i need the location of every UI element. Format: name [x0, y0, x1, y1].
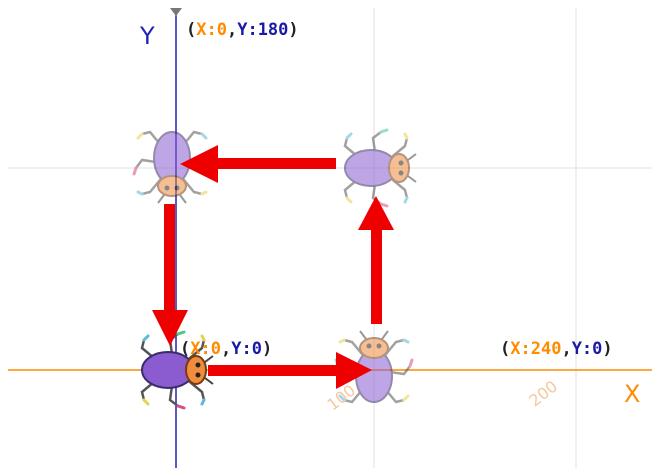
beetle-icon-top-right [343, 128, 418, 208]
red-arrow-icon-left [180, 145, 336, 183]
y-value: Y:0 [231, 339, 262, 359]
coordinate-label-top: (X:0,Y:180) [186, 20, 299, 40]
x-value: X:240 [510, 339, 562, 359]
coordinate-label-origin: (X:0,Y:0) [180, 339, 272, 359]
paren-close: ) [602, 339, 613, 359]
path-arrows [152, 145, 394, 389]
x-value: X:0 [196, 20, 227, 40]
x-axis-label: X [624, 380, 641, 408]
separator: , [226, 20, 238, 40]
y-value: Y:180 [237, 20, 289, 40]
x-value: X:0 [190, 339, 221, 359]
paren-open: ( [186, 20, 197, 40]
red-arrow-icon-right [208, 352, 372, 389]
paren-open: ( [180, 339, 191, 359]
y-value: Y:0 [571, 339, 603, 359]
coordinate-label-right: (X:240,Y:0) [500, 339, 613, 359]
red-arrow-icon-up [358, 196, 394, 324]
y-axis-arrowhead-icon [170, 8, 182, 16]
paren-open: ( [500, 339, 511, 359]
separator: , [220, 339, 232, 359]
y-axis-label: Y [140, 22, 155, 50]
paren-close: ) [261, 339, 273, 359]
red-arrow-icon-down [152, 204, 188, 346]
paren-close: ) [288, 20, 299, 40]
separator: , [561, 339, 572, 359]
